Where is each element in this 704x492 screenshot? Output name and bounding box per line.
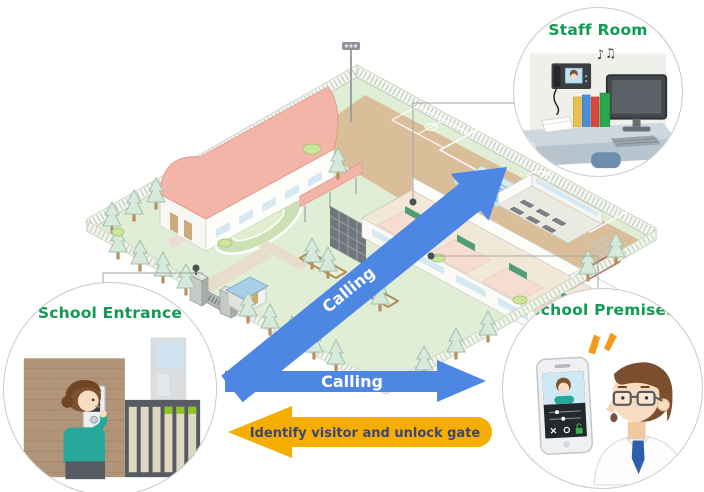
bushes bbox=[111, 143, 528, 305]
school-entrance-callout: School Entrance bbox=[3, 282, 217, 492]
covered-walkway bbox=[299, 161, 363, 222]
intercom-master-station-icon bbox=[551, 63, 592, 116]
necktie bbox=[631, 440, 645, 475]
lattice-structure bbox=[329, 206, 367, 266]
staff-room-illustration: ♪♫ bbox=[521, 46, 677, 169]
school-premises-callout: School Premises bbox=[502, 288, 703, 489]
decline-icon bbox=[550, 427, 557, 434]
school-premises-title: School Premises bbox=[529, 301, 676, 319]
home-button bbox=[563, 440, 571, 448]
unlock-label: Identify visitor and unlock gate bbox=[250, 426, 481, 441]
security-camera-icon bbox=[192, 264, 200, 272]
staff-room-connector-line bbox=[412, 102, 514, 200]
teacher-man bbox=[593, 362, 688, 486]
staff-room-title: Staff Room bbox=[548, 21, 648, 39]
unlock-icon bbox=[575, 423, 583, 434]
school-entrance-illustration bbox=[23, 337, 201, 480]
calling-right-label: Calling bbox=[321, 372, 383, 391]
books bbox=[573, 92, 611, 127]
smartphone-icon bbox=[536, 356, 594, 455]
keyboard-icon bbox=[610, 135, 661, 148]
ear bbox=[656, 398, 670, 412]
student-desks bbox=[509, 199, 567, 233]
paper-stack bbox=[541, 116, 574, 134]
premises-location-dot bbox=[427, 252, 435, 260]
unlock-arrow-icon bbox=[228, 406, 492, 458]
premises-connector-line bbox=[431, 255, 599, 289]
calling-arrow-right-icon bbox=[225, 360, 486, 402]
neck bbox=[627, 421, 646, 440]
visitor-video-feed bbox=[542, 371, 586, 405]
talk-icon bbox=[563, 426, 570, 434]
open-mouth bbox=[610, 413, 618, 423]
gate-panel bbox=[124, 399, 201, 478]
entrance-connector-line bbox=[102, 272, 203, 282]
gym-roof bbox=[159, 86, 339, 220]
office-chair bbox=[591, 152, 621, 169]
floodlight-icon bbox=[342, 42, 360, 122]
alert-marks-icon bbox=[588, 332, 617, 355]
glasses-icon bbox=[612, 390, 663, 406]
outdoor-stairs bbox=[589, 235, 618, 264]
visitor-woman bbox=[61, 380, 108, 480]
school-entrance-title: School Entrance bbox=[37, 304, 183, 322]
classroom-wing bbox=[497, 173, 603, 244]
staff-room-location-dot bbox=[409, 198, 417, 206]
gymnasium bbox=[159, 86, 339, 252]
music-notes-icon: ♪♫ bbox=[595, 46, 617, 64]
school-premises-illustration bbox=[536, 332, 688, 486]
calling-arrow-up-icon bbox=[221, 167, 508, 403]
staff-room-callout: Staff Room bbox=[513, 7, 683, 177]
